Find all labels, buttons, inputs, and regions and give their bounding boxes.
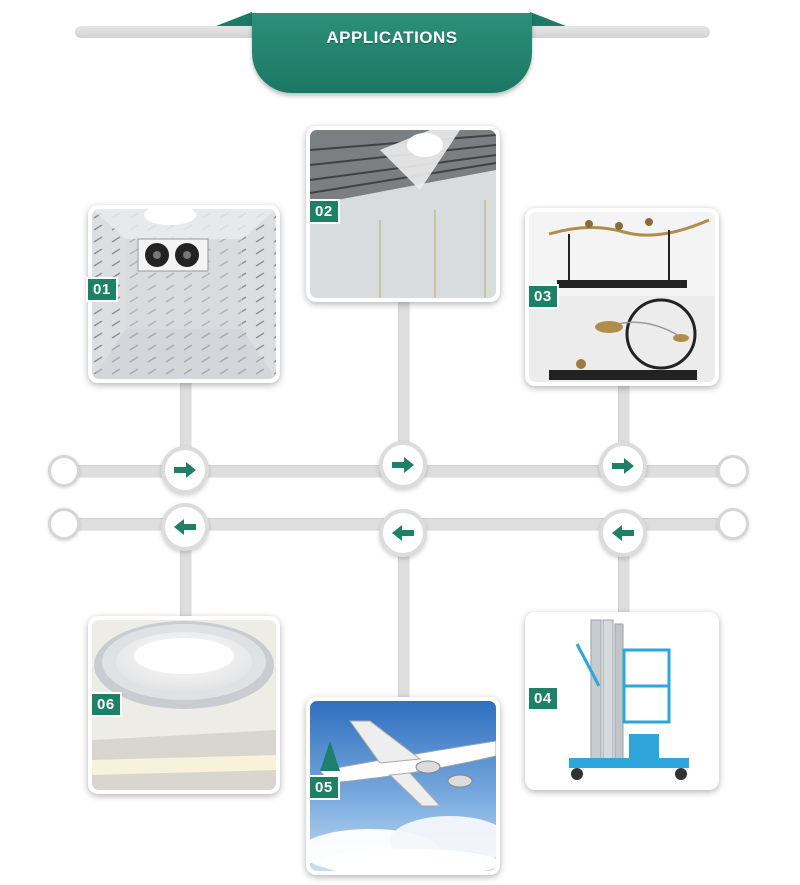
header-wing-right bbox=[530, 12, 566, 26]
header-line-left bbox=[75, 26, 265, 38]
ceiling-lamp-photo bbox=[92, 620, 276, 790]
track-end-node bbox=[717, 508, 749, 540]
card-number-badge: 01 bbox=[86, 277, 118, 302]
arrow-right-icon bbox=[612, 458, 634, 474]
application-card-04[interactable]: 04 bbox=[525, 612, 719, 790]
arrow-left-icon bbox=[392, 525, 414, 541]
card-number-badge: 03 bbox=[527, 284, 559, 309]
application-card-03[interactable]: 03 bbox=[525, 208, 719, 386]
timeline-node-06[interactable] bbox=[161, 503, 209, 551]
header-line-right bbox=[520, 26, 710, 38]
ornaments-photo bbox=[529, 212, 715, 382]
warehouse-photo bbox=[310, 130, 496, 298]
card-number-badge: 05 bbox=[308, 775, 340, 800]
timeline-node-03[interactable] bbox=[599, 442, 647, 490]
track-end-node bbox=[717, 455, 749, 487]
header-wing-left bbox=[216, 12, 252, 26]
timeline-node-02[interactable] bbox=[379, 441, 427, 489]
card-number-badge: 04 bbox=[527, 686, 559, 711]
track-end-node bbox=[48, 508, 80, 540]
header-tab: APPLICATIONS bbox=[252, 13, 532, 93]
aerial-platform-photo bbox=[529, 616, 715, 786]
timeline-node-01[interactable] bbox=[161, 446, 209, 494]
airplane-photo bbox=[310, 701, 496, 871]
application-card-05[interactable]: 05 bbox=[306, 697, 500, 875]
track-end-node bbox=[48, 455, 80, 487]
timeline-node-04[interactable] bbox=[599, 509, 647, 557]
application-card-01[interactable]: 01 bbox=[86, 205, 280, 383]
arrow-right-icon bbox=[392, 457, 414, 473]
card-number-badge: 06 bbox=[90, 692, 122, 717]
cold-room-photo bbox=[92, 209, 276, 379]
card-number-badge: 02 bbox=[308, 199, 340, 224]
connector-02 bbox=[398, 298, 410, 463]
application-card-06[interactable]: 06 bbox=[88, 616, 280, 794]
arrow-left-icon bbox=[612, 525, 634, 541]
arrow-left-icon bbox=[174, 519, 196, 535]
application-card-02[interactable]: 02 bbox=[306, 126, 500, 302]
arrow-right-icon bbox=[174, 462, 196, 478]
page-title: APPLICATIONS bbox=[326, 28, 458, 47]
timeline-node-05[interactable] bbox=[379, 509, 427, 557]
connector-01 bbox=[180, 378, 192, 468]
connector-05 bbox=[398, 533, 410, 700]
